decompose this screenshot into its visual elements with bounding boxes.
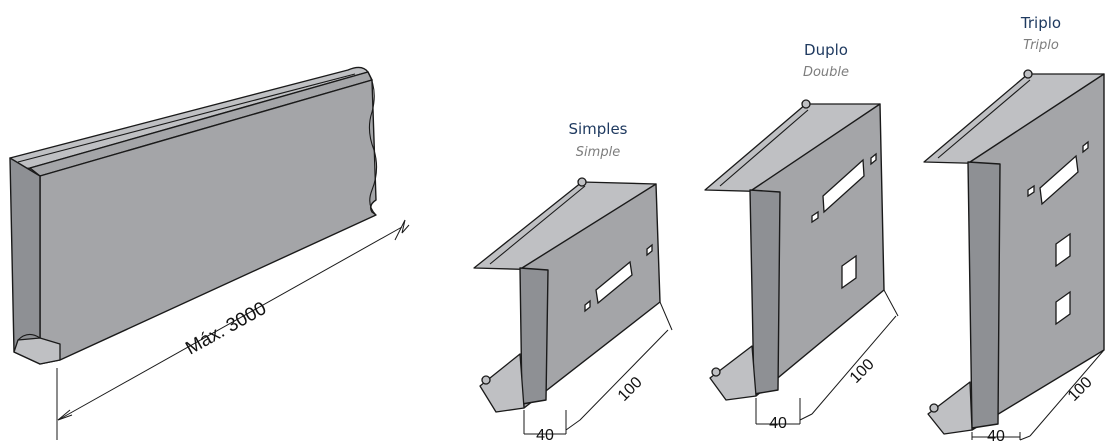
simples-subtitle: Simple xyxy=(576,145,620,160)
profile-duplo: Duplo Double 40 100 xyxy=(704,41,899,432)
simples-title: Simples xyxy=(568,120,627,138)
triplo-subtitle: Triplo xyxy=(1023,38,1059,53)
duplo-depth-label: 100 xyxy=(847,356,878,387)
triplo-depth-label: 100 xyxy=(1065,374,1096,405)
long-tray-illustration: Máx. 3000 xyxy=(9,66,410,440)
profile-simples: Simples Simple 40 100 xyxy=(473,120,673,444)
duplo-title: Duplo xyxy=(804,41,848,59)
long-tray-dimension-label: Máx. 3000 xyxy=(182,298,270,359)
duplo-width-label: 40 xyxy=(769,415,787,432)
simples-width-label: 40 xyxy=(536,427,554,444)
simples-depth-label: 100 xyxy=(615,374,646,405)
duplo-subtitle: Double xyxy=(803,65,849,80)
triplo-title: Triplo xyxy=(1020,14,1061,32)
triplo-width-label: 40 xyxy=(987,428,1005,445)
profile-triplo: Triplo Triplo 40 100 xyxy=(923,14,1105,445)
